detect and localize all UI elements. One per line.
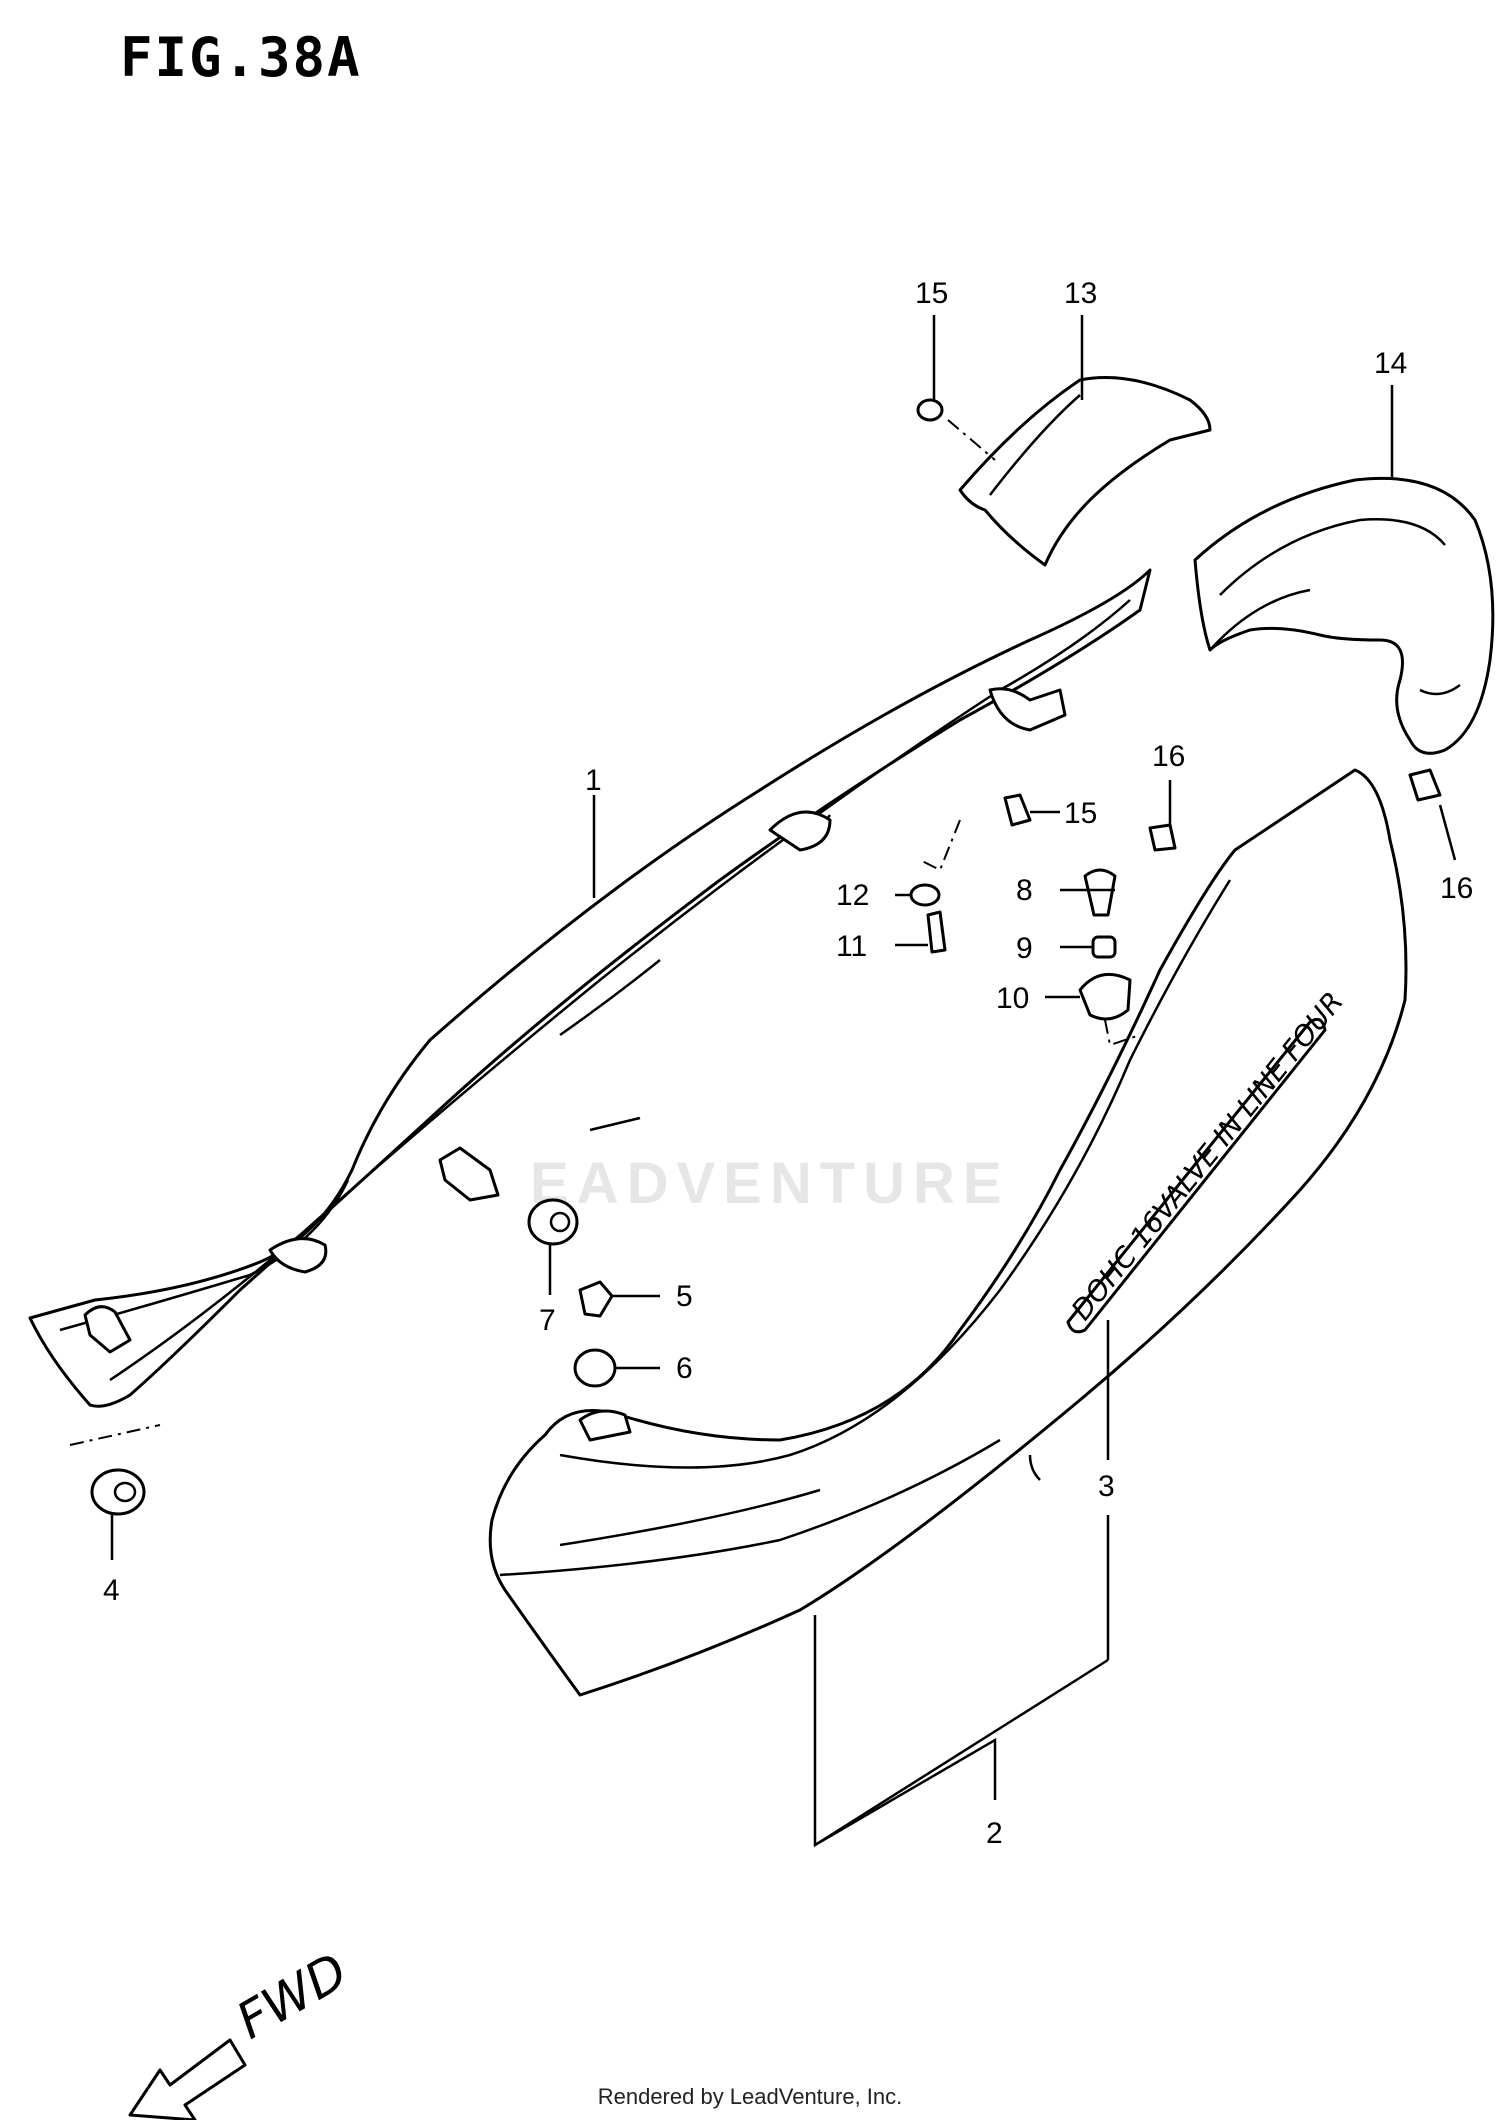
part-1-frame-cover[interactable] [28, 568, 1152, 1408]
callout-16-right: 16 [1440, 872, 1473, 905]
watermark-text: EADVENTURE [530, 1151, 1010, 1216]
part-14-rear-cover[interactable] [1193, 476, 1495, 755]
figure-title: FIG.38A [120, 26, 362, 89]
part-6-spacer[interactable] [573, 1348, 617, 1388]
part-10-cushion[interactable] [1078, 972, 1132, 1021]
part-12-washer[interactable] [909, 883, 941, 907]
callout-15-mid: 15 [1064, 797, 1097, 830]
callout-9: 9 [1016, 932, 1033, 965]
callout-16-left: 16 [1152, 740, 1185, 773]
part-16-nut-right[interactable] [1408, 768, 1442, 802]
callout-13: 13 [1064, 277, 1097, 310]
part-4-grommet[interactable] [90, 1468, 146, 1516]
part-15-screw-top[interactable] [916, 398, 944, 422]
callout-7: 7 [539, 1304, 556, 1337]
part-15-screw-mid[interactable] [1003, 793, 1032, 827]
fwd-label: FWD [227, 1942, 357, 2051]
part-8-screw[interactable] [1083, 868, 1117, 917]
callout-6: 6 [676, 1352, 693, 1385]
callout-numbers: 1 2 3 4 5 6 7 8 9 10 11 12 13 14 15 15 1… [103, 277, 1473, 1850]
callout-4: 4 [103, 1574, 120, 1607]
part-11-bolt[interactable] [926, 910, 947, 954]
part-13-cover[interactable] [958, 376, 1212, 567]
callout-2: 2 [986, 1817, 1003, 1850]
callout-11: 11 [836, 930, 867, 963]
callout-1: 1 [585, 764, 602, 797]
callout-15-top: 15 [915, 277, 948, 310]
leader-lines [69, 315, 1457, 1848]
part-9-nut[interactable] [1091, 935, 1117, 959]
footer-credit: Rendered by LeadVenture, Inc. [597, 2084, 903, 2109]
part-2-side-cover[interactable] [488, 768, 1408, 1697]
part-16-nut-left[interactable] [1148, 823, 1177, 852]
callout-12: 12 [836, 879, 869, 912]
callout-5: 5 [676, 1280, 693, 1313]
callout-3: 3 [1098, 1470, 1115, 1503]
part-7-grommet[interactable] [527, 1198, 579, 1246]
callout-14: 14 [1374, 347, 1407, 380]
callout-8: 8 [1016, 874, 1033, 907]
callout-10: 10 [996, 982, 1029, 1015]
part-5-clip[interactable] [578, 1280, 614, 1318]
